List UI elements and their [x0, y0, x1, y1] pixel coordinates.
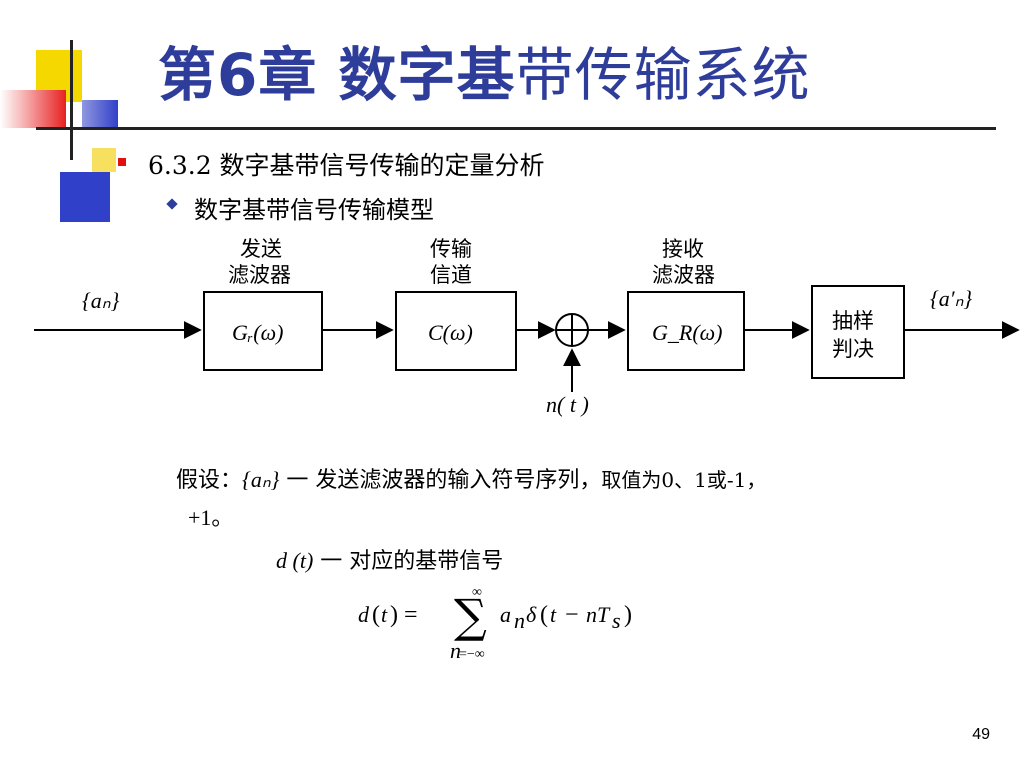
svg-text:=−∞: =−∞: [459, 647, 485, 662]
transmission-model-diagram: {aₙ} 发送 滤波器 Gᵣ(ω) 传输 信道 C(ω) n( t ) 接收 滤…: [34, 237, 1020, 417]
output-label: {a′ₙ}: [930, 286, 972, 311]
svg-text:(: (: [372, 602, 380, 628]
assume-cont: +1。: [188, 505, 234, 530]
svg-text:s: s: [612, 608, 621, 633]
svg-text:δ: δ: [526, 602, 537, 627]
transmit-filter-label: Gᵣ(ω): [232, 320, 284, 345]
block2-bottom-label: 信道: [430, 263, 472, 287]
transmit-filter-block: [203, 291, 323, 371]
dt-desc: 一 对应的基带信号: [313, 549, 504, 574]
decor-red-bar: [0, 90, 66, 128]
bullet1-text: 6.3.2 数字基带信号传输的定量分析: [148, 151, 545, 180]
block1-top-label: 发送: [240, 237, 282, 261]
channel-label: C(ω): [428, 320, 473, 345]
bullet-diamond-icon: [166, 198, 178, 210]
receive-filter-label: G_R(ω): [652, 320, 723, 345]
svg-text:t: t: [381, 602, 388, 627]
block2-top-label: 传输: [430, 237, 472, 261]
noise-label: n( t ): [546, 392, 589, 417]
formula-text: d(t) = Σ_{n=-∞}^{∞} aₙ δ(t − nTₛ): [0, 0, 1, 1]
an-symbol: {aₙ}: [242, 467, 280, 492]
receive-filter-block: [627, 291, 745, 371]
block3-bottom-label: 滤波器: [652, 263, 715, 287]
svg-text:t: t: [550, 602, 557, 627]
svg-text:nT: nT: [586, 602, 611, 627]
assume-prefix: 假设：: [176, 468, 243, 493]
page-number: 49: [972, 726, 990, 743]
bullet2-text: 数字基带信号传输模型: [194, 196, 434, 224]
dt-symbol: d (t): [276, 548, 314, 573]
slide-title: 第6章 数字基带传输系统: [158, 41, 811, 109]
decor-blue-square: [60, 172, 110, 222]
svg-text:−: −: [565, 602, 579, 628]
svg-text:a: a: [500, 602, 511, 627]
svg-text:∑: ∑: [454, 589, 487, 643]
input-label: {aₙ}: [82, 288, 120, 313]
decor-vertical-line: [70, 40, 73, 160]
svg-text:(: (: [540, 602, 548, 628]
bullet-square-icon: [118, 158, 126, 166]
dt-line: d (t) 一 对应的基带信号: [276, 543, 503, 575]
decor-horizontal-line: [36, 127, 996, 130]
assumption-line-cont: +1。: [188, 500, 233, 532]
channel-block: [395, 291, 517, 371]
svg-text:∞: ∞: [472, 585, 482, 600]
decor-yellow-square-small: [92, 148, 116, 172]
svg-text:n: n: [514, 608, 525, 633]
svg-text:d: d: [358, 602, 370, 627]
bullet-level2: 数字基带信号传输模型: [166, 190, 434, 225]
sample-decision-line1: 抽样: [832, 309, 874, 333]
svg-text:n: n: [450, 638, 461, 663]
block1-bottom-label: 滤波器: [228, 263, 291, 287]
assumption-line: 假设：{aₙ} 一 发送滤波器的输入符号序列，取值为0、1或-1，: [176, 462, 766, 494]
assume-values: 取值为0、1或-1，: [601, 468, 767, 492]
assume-desc: 一 发送滤波器的输入符号序列，: [279, 468, 602, 493]
sample-decision-line2: 判决: [832, 337, 874, 361]
svg-text:) =: ) =: [390, 602, 418, 628]
bullet-level1: 6.3.2 数字基带信号传输的定量分析: [118, 146, 545, 182]
baseband-formula: d ( t ) = ∑ ∞ n =−∞ a n δ ( t − nT s ): [358, 585, 632, 663]
sample-decision-block: [811, 285, 905, 379]
decor-blue-square-small: [82, 100, 118, 130]
svg-text:): ): [624, 602, 632, 628]
block3-top-label: 接收: [662, 237, 704, 261]
